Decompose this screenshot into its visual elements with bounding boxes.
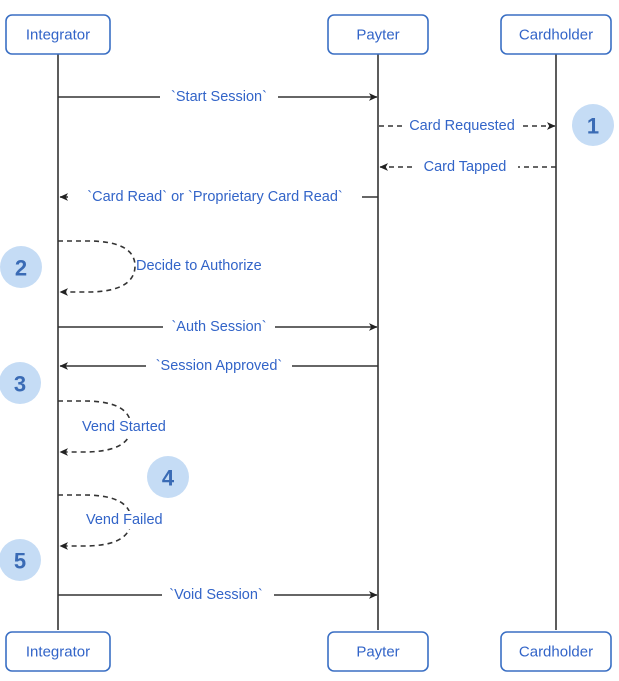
message-start-session: `Start Session`: [58, 87, 378, 107]
actor-box-payter-bottom[interactable]: [327, 631, 429, 672]
actor-footer-payter[interactable]: Payter: [327, 631, 429, 672]
label-backdrop-card-read: [68, 187, 362, 207]
step-badge-3[interactable]: 3: [0, 362, 41, 404]
message-card-requested: Card Requested: [379, 116, 556, 136]
message-label-void-session: `Void Session`: [169, 587, 263, 603]
label-backdrop-auth-session: [163, 317, 275, 337]
badge-circle-4[interactable]: [147, 456, 189, 498]
actor-label-cardholder-top: Cardholder: [519, 26, 593, 43]
message-card-read: `Card Read` or `Proprietary Card Read`: [59, 187, 378, 207]
label-backdrop-card-tapped: [412, 157, 518, 177]
message-label-card-read: `Card Read` or `Proprietary Card Read`: [87, 189, 342, 205]
actor-box-cardholder-top[interactable]: [500, 14, 612, 55]
label-backdrop-vend-failed: [86, 511, 180, 529]
message-session-approved: `Session Approved`: [59, 356, 378, 376]
badge-circle-1[interactable]: [572, 104, 614, 146]
actor-label-payter-top: Payter: [356, 26, 399, 43]
self-message-label-decide-to-authorize: Decide to Authorize: [136, 258, 262, 274]
message-label-card-requested: Card Requested: [409, 118, 515, 134]
label-backdrop-vend-started: [82, 418, 186, 436]
lifelines: [57, 54, 557, 630]
badge-number-5: 5: [14, 549, 26, 574]
label-backdrop-card-requested: [402, 116, 522, 136]
badge-circle-2[interactable]: [0, 246, 42, 288]
label-backdrop-void-session: [162, 585, 274, 605]
message-label-card-tapped: Card Tapped: [424, 159, 507, 175]
badge-number-1: 1: [587, 114, 599, 139]
actor-footer-integrator[interactable]: Integrator: [5, 631, 111, 672]
label-backdrop-session-approved: [146, 356, 292, 376]
actor-label-payter-bottom: Payter: [356, 643, 399, 660]
self-message-loop-vend-started: [58, 400, 132, 456]
message-label-session-approved: `Session Approved`: [156, 358, 283, 374]
badge-number-2: 2: [15, 256, 27, 281]
actor-header-payter[interactable]: Payter: [327, 14, 429, 55]
actor-header-cardholder[interactable]: Cardholder: [500, 14, 612, 55]
self-message-loop-decide-to-authorize: [58, 240, 136, 296]
actor-box-integrator-top[interactable]: [5, 14, 111, 55]
step-badge-5[interactable]: 5: [0, 539, 41, 581]
message-label-start-session: `Start Session`: [171, 89, 267, 105]
actor-box-integrator-bottom[interactable]: [5, 631, 111, 672]
self-message-label-vend-started: Vend Started: [82, 419, 166, 435]
message-label-auth-session: `Auth Session`: [171, 319, 266, 335]
self-message-label-vend-failed: Vend Failed: [86, 512, 163, 528]
message-card-tapped: Card Tapped: [379, 157, 556, 177]
step-badge-2[interactable]: 2: [0, 246, 42, 288]
self-message-vend-failed: Vend Failed: [58, 494, 180, 550]
badge-circle-5[interactable]: [0, 539, 41, 581]
message-void-session: `Void Session`: [58, 585, 378, 605]
actor-box-payter-top[interactable]: [327, 14, 429, 55]
badge-number-3: 3: [14, 372, 26, 397]
actor-header-integrator[interactable]: Integrator: [5, 14, 111, 55]
actor-label-cardholder-bottom: Cardholder: [519, 643, 593, 660]
actor-footer-cardholder[interactable]: Cardholder: [500, 631, 612, 672]
actor-label-integrator-bottom: Integrator: [26, 643, 90, 660]
self-message-vend-started: Vend Started: [58, 400, 186, 456]
actor-label-integrator-top: Integrator: [26, 26, 90, 43]
label-backdrop-start-session: [160, 87, 278, 107]
badge-circle-3[interactable]: [0, 362, 41, 404]
message-auth-session: `Auth Session`: [58, 317, 378, 337]
step-badge-1[interactable]: 1: [572, 104, 614, 146]
badge-number-4: 4: [162, 466, 175, 491]
self-message-decide-to-authorize: Decide to Authorize: [58, 240, 262, 296]
actor-box-cardholder-bottom[interactable]: [500, 631, 612, 672]
step-badge-4[interactable]: 4: [147, 456, 189, 498]
